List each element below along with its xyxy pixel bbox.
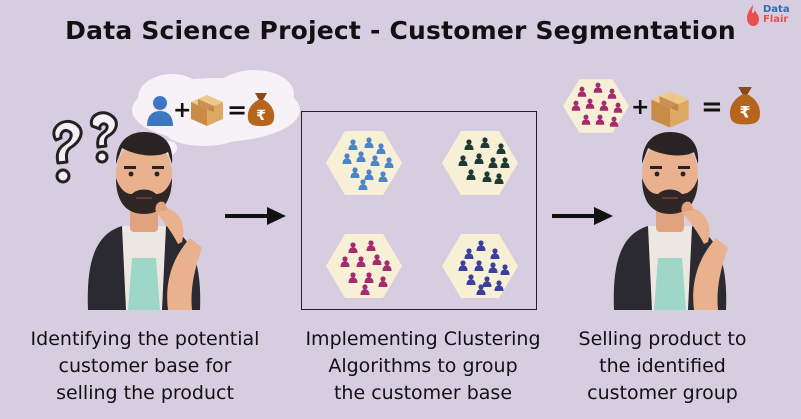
left-currency-symbol: ₹: [256, 108, 266, 124]
customer-person-icon: [581, 114, 591, 125]
customer-person-icon: [607, 88, 617, 99]
logo-icon: [747, 5, 759, 26]
customer-person-icon: [348, 139, 358, 150]
arrow-right-2-icon: [552, 207, 613, 225]
customer-person-icon: [464, 248, 474, 259]
money-bag-icon-right: ₹: [730, 87, 760, 125]
caption-cluster-line-1: Implementing Clustering: [305, 328, 541, 350]
thinking-man-left: [87, 132, 202, 310]
customer-person-icon: [364, 169, 374, 180]
customer-person-icon: [458, 260, 468, 271]
customer-person-icon: [350, 167, 360, 178]
cluster-blue-group: [326, 131, 402, 195]
customer-person-icon: [500, 264, 510, 275]
customer-person-icon: [571, 100, 581, 111]
question-marks-icon: [52, 111, 118, 184]
customer-person-icon: [356, 151, 366, 162]
customer-person-icon: [500, 157, 510, 168]
dataflair-logo: Data Flair: [744, 4, 798, 30]
person-icon: [147, 96, 173, 126]
customer-person-icon: [360, 284, 370, 295]
caption-cluster: Implementing Clustering Algorithms to gr…: [292, 326, 554, 407]
customer-person-icon: [488, 262, 498, 273]
customer-person-icon: [585, 98, 595, 109]
clustering-frame: [301, 111, 537, 310]
customer-person-icon: [342, 153, 352, 164]
customer-person-icon: [496, 143, 506, 154]
customer-person-icon: [488, 157, 498, 168]
arrow-right-1-icon: [225, 207, 286, 225]
customer-person-icon: [482, 171, 492, 182]
caption-identify-line-3: selling the product: [56, 382, 234, 404]
customer-person-icon: [595, 114, 605, 125]
customer-person-icon: [593, 82, 603, 93]
logo-line1: Data: [763, 4, 790, 15]
right-plus-operator: +: [631, 95, 650, 120]
customer-person-icon: [364, 272, 374, 283]
customer-person-icon: [376, 143, 386, 154]
thinking-man-right: [613, 132, 728, 310]
customer-person-icon: [474, 153, 484, 164]
customer-person-icon: [476, 284, 486, 295]
cluster-indigo-group: [442, 234, 518, 298]
customer-person-icon: [466, 274, 476, 285]
customer-person-icon: [340, 256, 350, 267]
caption-sell-line-3: customer group: [587, 382, 738, 404]
customer-person-icon: [366, 240, 376, 251]
caption-cluster-line-2: Algorithms to group: [328, 355, 518, 377]
customer-person-icon: [348, 272, 358, 283]
customer-person-icon: [609, 116, 619, 127]
customer-person-icon: [348, 242, 358, 253]
customer-person-icon: [356, 256, 366, 267]
customer-person-icon: [372, 254, 382, 265]
customer-person-icon: [384, 157, 394, 168]
customer-person-icon: [474, 260, 484, 271]
customer-person-icon: [382, 260, 392, 271]
left-plus-operator: +: [173, 98, 192, 123]
customer-person-icon: [464, 139, 474, 150]
caption-identify-line-1: Identifying the potential: [30, 328, 260, 350]
right-equals-operator: =: [701, 92, 723, 122]
customer-person-icon: [458, 155, 468, 166]
customer-person-icon: [364, 137, 374, 148]
customer-person-icon: [480, 137, 490, 148]
caption-sell-line-2: the identified: [599, 355, 726, 377]
customer-person-icon: [482, 276, 492, 287]
customer-person-icon: [378, 171, 388, 182]
money-bag-icon: ₹: [247, 93, 275, 126]
customer-person-icon: [599, 100, 609, 111]
caption-cluster-line-3: the customer base: [333, 382, 513, 404]
customer-person-icon: [577, 86, 587, 97]
customer-person-icon: [476, 240, 486, 251]
product-box-icon-right: [651, 91, 689, 128]
customer-person-icon: [466, 169, 476, 180]
caption-sell: Selling product to the identified custom…: [555, 326, 770, 407]
customer-person-icon: [370, 155, 380, 166]
right-currency-symbol: ₹: [739, 103, 750, 122]
customer-person-icon: [358, 179, 368, 190]
cluster-dark-green-group: [442, 131, 518, 195]
page-title: Data Science Project - Customer Segmenta…: [65, 16, 736, 45]
caption-identify: Identifying the potential customer base …: [20, 326, 270, 407]
left-equals-operator: =: [227, 96, 248, 124]
product-box-icon: [191, 95, 223, 126]
caption-sell-line-1: Selling product to: [578, 328, 747, 350]
logo-line2: Flair: [763, 14, 789, 25]
customer-person-icon: [378, 276, 388, 287]
customer-person-icon: [613, 102, 623, 113]
customer-person-icon: [494, 280, 504, 291]
caption-identify-line-2: customer base for: [58, 355, 232, 377]
cluster-magenta-group: [326, 234, 402, 298]
identified-customer-group-icon: [563, 79, 629, 133]
customer-person-icon: [490, 248, 500, 259]
customer-person-icon: [494, 173, 504, 184]
